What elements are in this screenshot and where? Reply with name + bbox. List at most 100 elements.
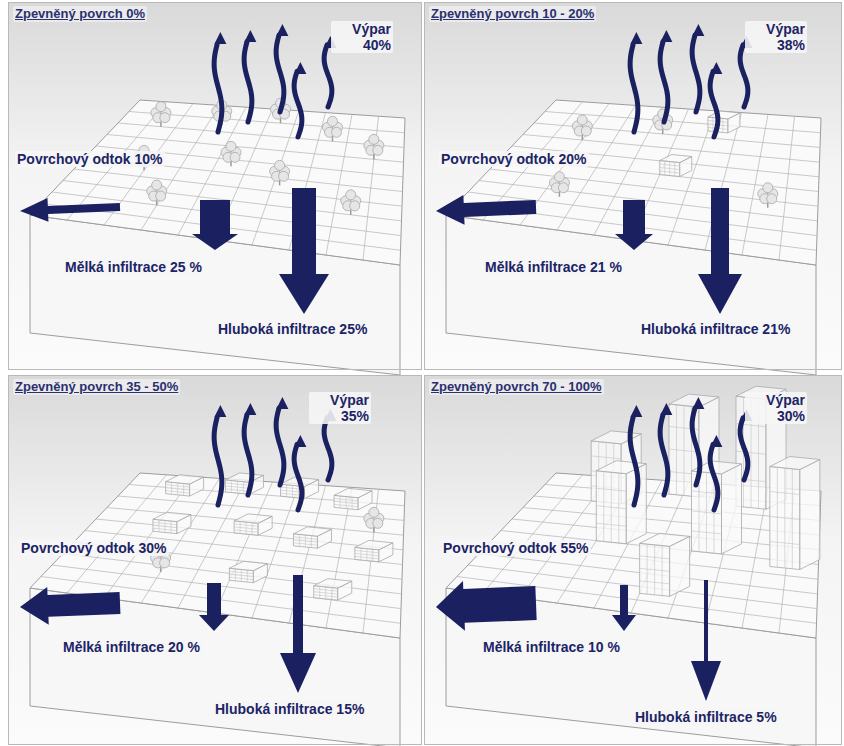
runoff-label: Povrchový odtok 10%	[15, 151, 165, 167]
evaporation-arrow	[324, 418, 332, 480]
runoff-label: Povrchový odtok 55%	[441, 540, 591, 556]
arrow-head	[276, 397, 288, 409]
arrow-head	[660, 30, 672, 42]
tree	[221, 141, 241, 166]
panel-illustration	[8, 375, 422, 746]
tree	[572, 115, 592, 140]
evaporation-arrow	[660, 42, 668, 123]
evaporation-arrow	[710, 444, 718, 510]
flow-arrow	[436, 195, 536, 225]
panel-title: Zpevněný povrch 10 - 20%	[429, 6, 596, 22]
house	[293, 527, 331, 548]
flow-arrow	[199, 583, 229, 631]
evaporation-arrow	[740, 45, 748, 107]
arrow-head	[630, 405, 642, 417]
ground-slab	[446, 100, 821, 375]
arrow-head	[214, 405, 226, 417]
house	[166, 475, 204, 496]
house	[660, 155, 692, 177]
house	[153, 512, 191, 533]
building	[640, 533, 690, 596]
arrow-head	[244, 403, 256, 415]
evaporation-arrow	[630, 45, 638, 133]
arrow-head	[244, 30, 256, 42]
evaporation-arrow	[294, 71, 302, 137]
tree	[270, 160, 290, 185]
panel-title: Zpevněný povrch 70 - 100%	[429, 379, 604, 395]
arrow-head	[294, 62, 306, 74]
arrow-head	[710, 62, 722, 74]
house	[708, 111, 740, 133]
evaporation-arrow	[710, 71, 718, 137]
evaporation-arrow	[244, 42, 252, 123]
evaporation-arrow	[276, 35, 284, 112]
panel: Zpevněný povrch 35 - 50% Výpar 35% Povrcho…	[8, 375, 422, 745]
flow-arrow	[20, 587, 120, 625]
shallow-infiltration-label: Mělká infiltrace 20 %	[61, 639, 202, 655]
evaporation-arrow	[324, 45, 332, 107]
tree	[758, 183, 778, 208]
evaporation-arrow	[294, 444, 302, 510]
evaporation-label: Výpar 40%	[331, 21, 393, 53]
runoff-label: Povrchový odtok 30%	[19, 540, 169, 556]
evaporation-arrow	[244, 415, 252, 496]
arrow-head	[276, 24, 288, 36]
panel-title: Zpevněný povrch 35 - 50%	[13, 379, 180, 395]
arrow-head	[692, 397, 704, 409]
panel-illustration	[424, 375, 842, 746]
arrow-head	[294, 435, 306, 447]
tree	[323, 116, 343, 141]
tree	[364, 507, 384, 532]
panel-illustration	[424, 2, 842, 375]
flow-arrow	[20, 198, 120, 222]
evaporation-arrow	[740, 418, 748, 480]
panel-illustration	[8, 2, 422, 375]
runoff-label: Povrchový odtok 20%	[439, 151, 589, 167]
shallow-infiltration-label: Mělká infiltrace 21 %	[483, 259, 624, 275]
house	[355, 540, 393, 561]
evaporation-arrow	[692, 35, 700, 112]
flow-arrow	[612, 585, 636, 631]
flow-arrow	[192, 200, 238, 250]
flow-arrow	[698, 188, 742, 314]
evaporation-arrow	[630, 418, 638, 506]
flow-arrow	[691, 580, 721, 701]
deep-infiltration-label: Hluboká infiltrace 25%	[216, 321, 369, 337]
evaporation-label: Výpar 30%	[745, 392, 807, 424]
flow-arrow	[279, 188, 329, 314]
house	[334, 488, 372, 509]
arrow-head	[660, 403, 672, 415]
panel: Zpevněný povrch 10 - 20% Výpar 38% Povrcho…	[424, 2, 842, 370]
house	[234, 514, 272, 535]
flow-arrow	[615, 200, 653, 250]
evaporation-arrow	[214, 418, 222, 506]
arrow-head	[692, 24, 704, 36]
evaporation-arrow	[692, 408, 700, 485]
shallow-infiltration-label: Mělká infiltrace 25 %	[63, 259, 204, 275]
building	[770, 457, 820, 570]
panel-title: Zpevněný povrch 0%	[13, 6, 147, 22]
tree	[549, 172, 569, 197]
house	[229, 561, 267, 582]
arrow-head	[710, 435, 722, 447]
panel: Zpevněný povrch 0% Výpar 40% Povrchový odt…	[8, 2, 422, 370]
house	[225, 473, 263, 494]
house	[314, 579, 352, 600]
tree	[147, 180, 167, 205]
panel: Zpevněný povrch 70 - 100% Výpar 30% Povrch…	[424, 375, 842, 745]
evaporation-label: Výpar 38%	[745, 21, 807, 53]
shallow-infiltration-label: Mělká infiltrace 10 %	[481, 639, 622, 655]
flow-arrow	[280, 575, 316, 693]
deep-infiltration-label: Hluboká infiltrace 5%	[633, 709, 779, 725]
deep-infiltration-label: Hluboká infiltrace 21%	[639, 321, 792, 337]
evaporation-label: Výpar 35%	[309, 392, 371, 424]
evaporation-arrow	[660, 415, 668, 496]
ground-slab	[30, 100, 405, 375]
tree	[341, 190, 361, 215]
deep-infiltration-label: Hluboká infiltrace 15%	[213, 701, 366, 717]
evaporation-arrow	[276, 408, 284, 485]
tree	[364, 134, 384, 159]
evaporation-arrow	[214, 45, 222, 133]
tree	[151, 102, 171, 127]
